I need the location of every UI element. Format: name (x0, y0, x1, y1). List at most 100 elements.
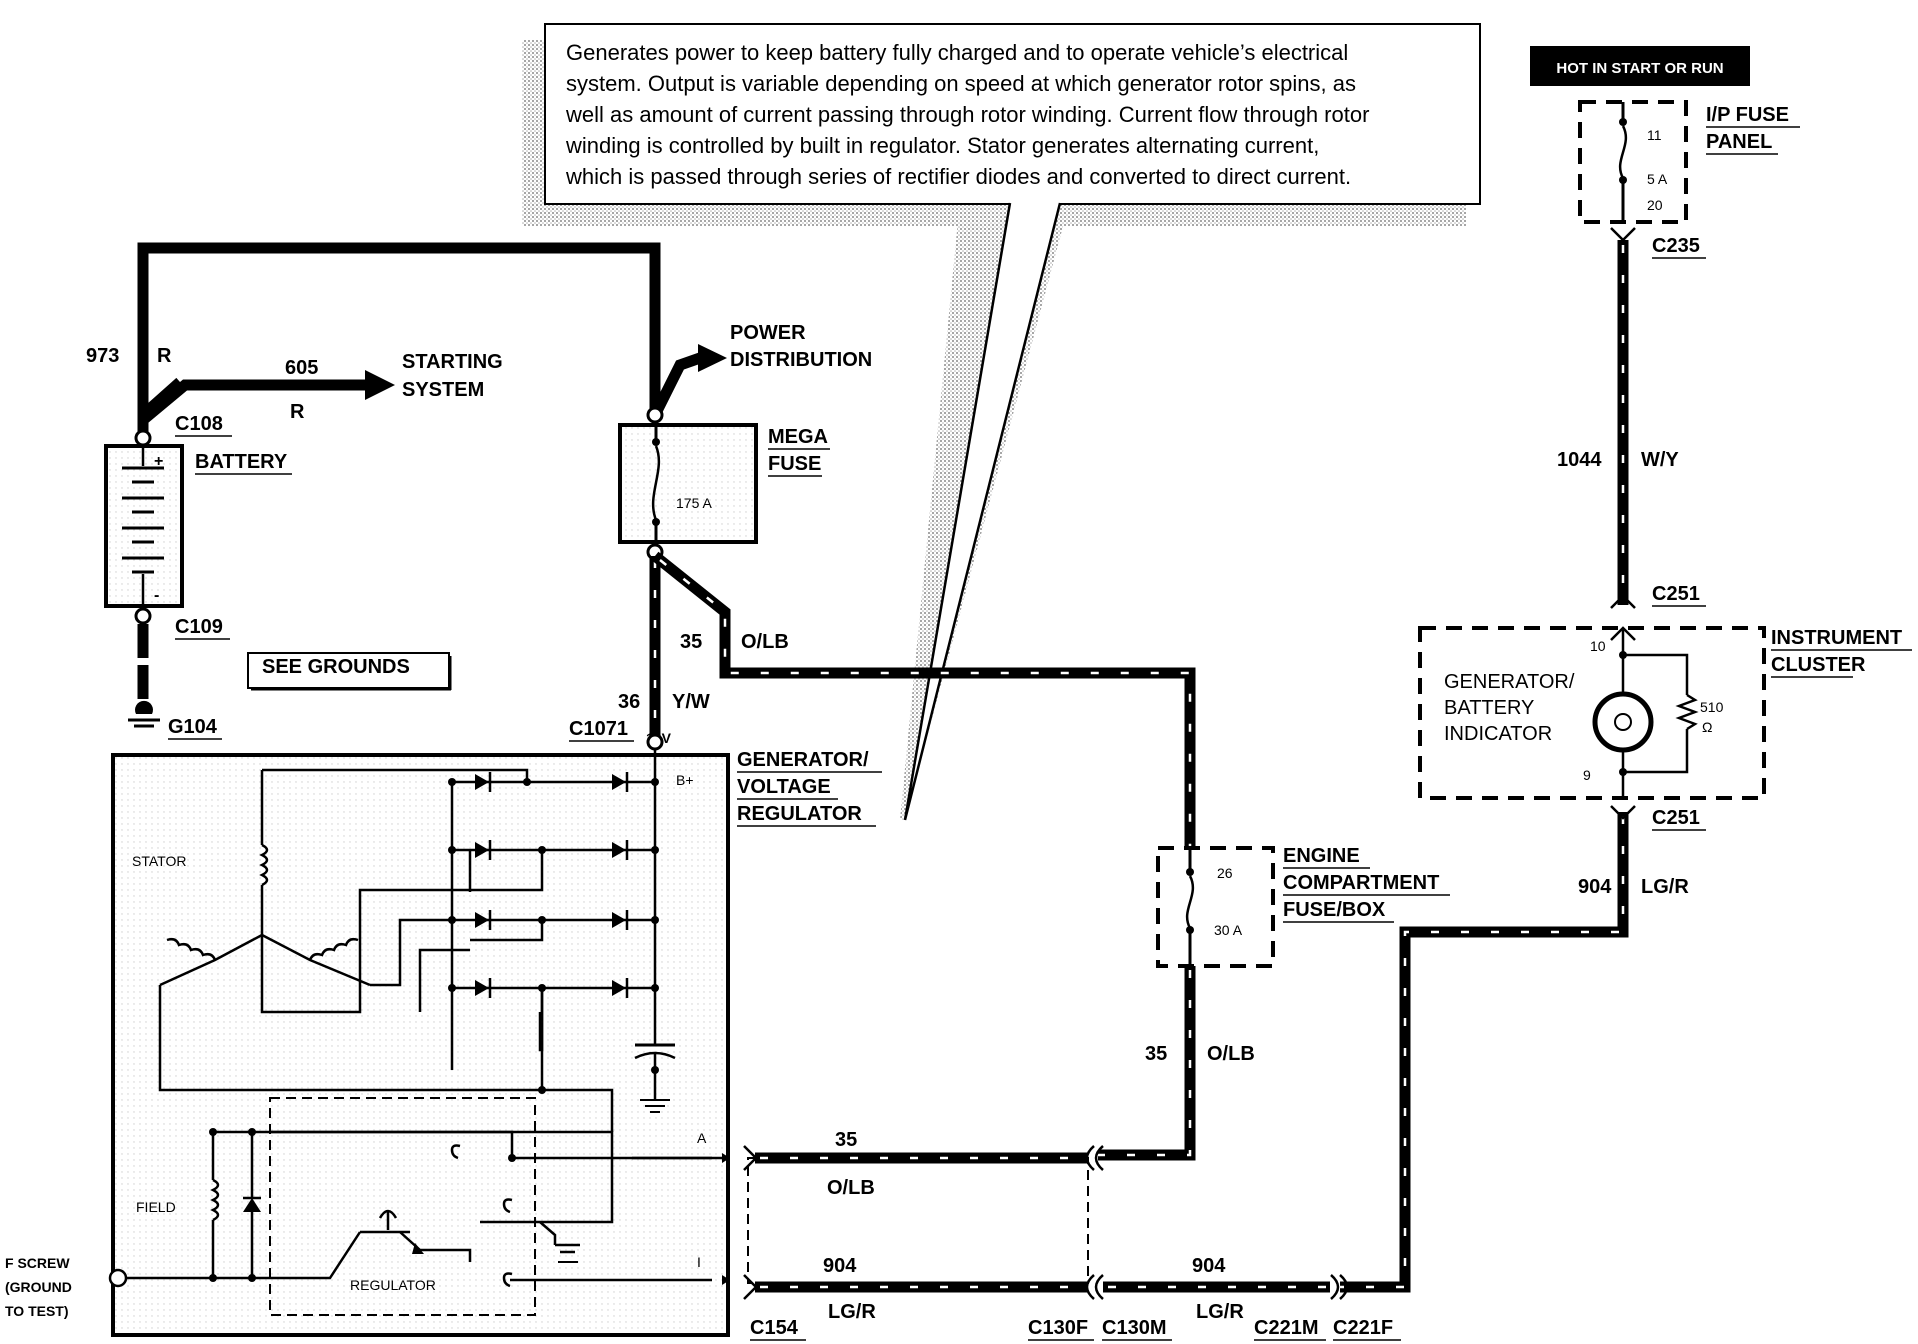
wire-904-right (1340, 805, 1636, 1293)
indicator-label-3: INDICATOR (1444, 723, 1552, 745)
circuit-1044-color: W/Y (1641, 449, 1679, 471)
cluster-pin-top: 10 (1590, 638, 1606, 654)
starting-system-label-2: SYSTEM (402, 379, 484, 401)
mega-fuse-label-2: FUSE (768, 453, 821, 475)
cluster-label-2: CLUSTER (1771, 654, 1866, 676)
engine-fuse-label-2: COMPARTMENT (1283, 872, 1439, 894)
c235-label: C235 (1652, 235, 1700, 257)
f-screw-label-1: F SCREW (5, 1255, 70, 1271)
c109-terminal (134, 607, 152, 625)
engine-fuse-label-3: FUSE/BOX (1283, 899, 1386, 921)
c1071-terminal (646, 733, 664, 751)
c1071-label: C1071 (569, 718, 628, 740)
cluster-resistor-value: 510 (1700, 699, 1724, 715)
cluster-label-1: INSTRUMENT (1771, 627, 1902, 649)
c108-terminal (134, 429, 152, 447)
circuit-904-right-color: LG/R (1641, 876, 1689, 898)
f-screw-terminal (108, 1268, 128, 1288)
generator-voltage-regulator: A I B+ STATOR FIELD REGULATOR (111, 750, 730, 1337)
ground-symbol (128, 700, 160, 728)
engine-fuse-label-1: ENGINE (1283, 845, 1360, 867)
see-grounds-box: SEE GROUNDS (247, 652, 452, 691)
callout-line-5: which is passed through series of rectif… (565, 164, 1351, 189)
indicator-label-1: GENERATOR/ (1444, 671, 1575, 693)
hot-in-start-or-run-banner: HOT IN START OR RUN (1530, 46, 1750, 86)
c154-harness-box (747, 1157, 1089, 1284)
wire-35-mid (1098, 966, 1196, 1161)
ip-fuse-pin-bottom: 20 (1647, 197, 1663, 213)
b-plus-label: B+ (676, 772, 694, 788)
wire-605 (139, 370, 395, 425)
wire-power-distribution (650, 344, 727, 418)
field-diode-icon (243, 1198, 261, 1212)
instrument-cluster: 10 9 510 Ω GENERATOR/ BATTERY INDICATOR (1418, 626, 1766, 800)
field-coil-icon (210, 1178, 220, 1222)
indicator-label-2: BATTERY (1444, 697, 1534, 719)
generator-label-2: VOLTAGE (737, 776, 831, 798)
starting-system-label-1: STARTING (402, 351, 503, 373)
ip-fuse-pin-top: 11 (1647, 127, 1662, 143)
circuit-904-mid-number: 904 (1192, 1255, 1226, 1277)
stator-winding-top (259, 843, 269, 887)
callout-line-2: system. Output is variable depending on … (566, 71, 1356, 96)
wire-973 (137, 242, 661, 438)
battery-label: BATTERY (195, 451, 288, 473)
mega-fuse-top-terminal (646, 406, 664, 424)
callout-pointer (903, 202, 1062, 821)
circuit-973-number: 973 (86, 345, 119, 367)
generator-terminal-a: A (697, 1130, 707, 1146)
description-callout: Generates power to keep battery fully ch… (522, 23, 1481, 821)
wire-904-bottom (743, 1274, 1104, 1300)
mega-fuse: 175 A (618, 423, 758, 544)
field-label: FIELD (136, 1199, 176, 1215)
cluster-resistor-unit: Ω (1702, 719, 1712, 735)
callout-line-4: winding is controlled by built in regula… (565, 133, 1319, 158)
generator-terminal-i: I (697, 1254, 701, 1270)
circuit-605-number: 605 (285, 357, 318, 379)
circuit-904-bottom-color: LG/R (828, 1301, 876, 1323)
regulator-label: REGULATOR (350, 1277, 436, 1293)
ip-fuse-panel: 11 5 A 20 (1578, 100, 1688, 224)
c130m-label: C130M (1102, 1317, 1166, 1339)
callout-line-3: well as amount of current passing throug… (565, 102, 1369, 127)
wire-35-top (651, 551, 1196, 850)
callout-line-1: Generates power to keep battery fully ch… (566, 40, 1348, 65)
ip-fuse-rating: 5 A (1647, 171, 1668, 187)
c221m-label: C221M (1254, 1317, 1318, 1339)
battery-symbol: + - (104, 444, 184, 608)
stator-winding-left (166, 937, 217, 961)
ip-fuse-label-1: I/P FUSE (1706, 104, 1789, 126)
circuit-36-color: Y/W (672, 691, 710, 713)
wire-1044 (1610, 227, 1636, 609)
engine-fuse-rating: 30 A (1214, 922, 1243, 938)
circuit-904-right-number: 904 (1578, 876, 1612, 898)
circuit-904-bottom-number: 904 (823, 1255, 857, 1277)
cluster-pin-bottom: 9 (1583, 767, 1591, 783)
c221f-label: C221F (1333, 1317, 1393, 1339)
power-distribution-label-1: POWER (730, 322, 806, 344)
c130f-label: C130F (1028, 1317, 1088, 1339)
see-grounds-text: SEE GROUNDS (262, 656, 410, 678)
wire-904-mid (1103, 1274, 1349, 1300)
circuit-35-top-number: 35 (680, 631, 702, 653)
mega-fuse-rating: 175 A (676, 495, 712, 511)
circuit-605-color: R (290, 401, 305, 423)
engine-compartment-fuse-box: 26 30 A (1156, 846, 1275, 968)
ip-fuse-label-2: PANEL (1706, 131, 1772, 153)
g104-label: G104 (168, 716, 218, 738)
capacitor-icon (634, 1030, 676, 1113)
battery-minus-sign: - (154, 587, 159, 604)
f-screw-label-3: TO TEST) (5, 1303, 69, 1319)
power-distribution-label-2: DISTRIBUTION (730, 349, 872, 371)
mega-fuse-label-1: MEGA (768, 426, 828, 448)
circuit-35-top-color: O/LB (741, 631, 789, 653)
c154-label: C154 (750, 1317, 799, 1339)
wire-35-bottom (743, 1145, 1104, 1171)
circuit-35-mid-number: 35 (1145, 1043, 1167, 1065)
circuit-1044-number: 1044 (1557, 449, 1602, 471)
circuit-35-bottom-number: 35 (835, 1129, 857, 1151)
engine-fuse-pin: 26 (1217, 865, 1233, 881)
circuit-35-mid-color: O/LB (1207, 1043, 1255, 1065)
c108-label: C108 (175, 413, 223, 435)
